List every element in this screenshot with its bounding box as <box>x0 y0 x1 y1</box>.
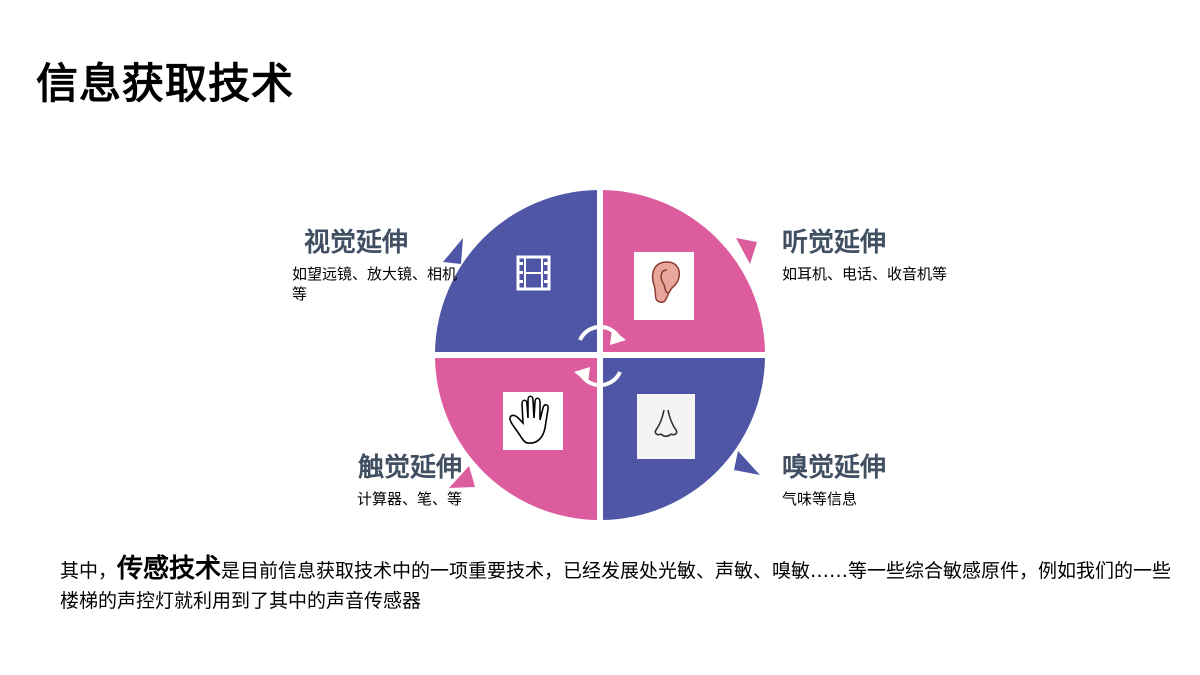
pointer-touch <box>449 466 475 488</box>
hearing-desc: 如耳机、电话、收音机等 <box>782 265 948 283</box>
body-paragraph: 其中，传感技术是目前信息获取技术中的一项重要技术，已经发展处光敏、声敏、嗅敏……… <box>60 554 1175 616</box>
vision-title: 视觉延伸 <box>304 228 409 258</box>
hand-icon <box>503 392 563 450</box>
vision-label: 视觉延伸 如望远镜、放大镜、相机等 <box>292 228 457 304</box>
smell-label: 嗅觉延伸 气味等信息 <box>782 453 982 509</box>
nose-icon <box>637 394 695 459</box>
quadrant-vision <box>435 190 597 352</box>
smell-desc: 气味等信息 <box>782 490 858 508</box>
smell-title: 嗅觉延伸 <box>782 453 887 483</box>
pointer-vision <box>443 238 463 264</box>
hearing-title: 听觉延伸 <box>782 228 887 258</box>
page-title: 信息获取技术 <box>36 59 295 108</box>
vision-desc: 如望远镜、放大镜、相机等 <box>292 265 458 303</box>
touch-title: 触觉延伸 <box>357 453 462 483</box>
ear-icon <box>634 252 694 320</box>
paragraph-emphasis: 传感技术 <box>117 554 222 584</box>
pointer-hearing <box>736 238 757 264</box>
touch-desc: 计算器、笔、等 <box>356 490 462 508</box>
hearing-label: 听觉延伸 如耳机、电话、收音机等 <box>782 228 1022 284</box>
touch-label: 触觉延伸 计算器、笔、等 <box>312 453 462 509</box>
paragraph-prefix: 其中， <box>60 560 118 582</box>
film-icon <box>516 255 551 291</box>
pointer-smell <box>734 451 760 475</box>
paragraph-rest: 是目前信息获取技术中的一项重要技术，已经发展处光敏、声敏、嗅敏……等一些综合敏感… <box>60 560 1172 612</box>
